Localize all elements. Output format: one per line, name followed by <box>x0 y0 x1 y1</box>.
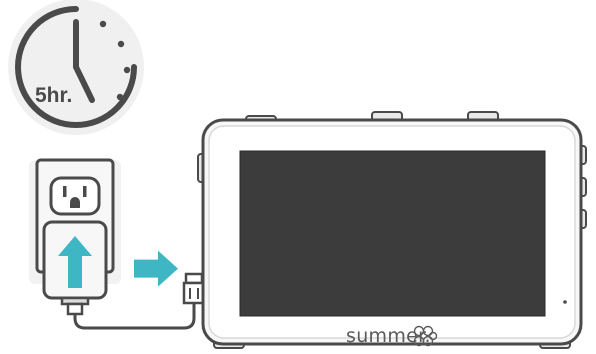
outlet-slot <box>63 186 67 197</box>
charging-cable <box>75 302 194 328</box>
clock-dot <box>118 41 124 47</box>
clock-dot <box>117 94 123 100</box>
baby-monitor <box>198 112 586 348</box>
right-arrow-icon <box>134 251 178 287</box>
adapter-strain-relief <box>68 304 82 314</box>
outlet-ground <box>70 197 80 208</box>
power-adapter <box>44 222 106 314</box>
connector-tip <box>186 274 202 283</box>
connector-housing <box>184 283 204 303</box>
clock-dot <box>124 67 130 73</box>
monitor-screen <box>240 151 545 316</box>
usb-connector <box>184 274 204 303</box>
charge-duration-label: 5hr. <box>35 84 72 108</box>
brand-wordmark: summer. <box>346 325 431 347</box>
outlet-slot <box>83 186 87 197</box>
clock-icon <box>8 0 144 135</box>
status-led <box>563 300 567 304</box>
clock-dot <box>100 21 106 27</box>
outlet-receptacle <box>51 178 99 214</box>
